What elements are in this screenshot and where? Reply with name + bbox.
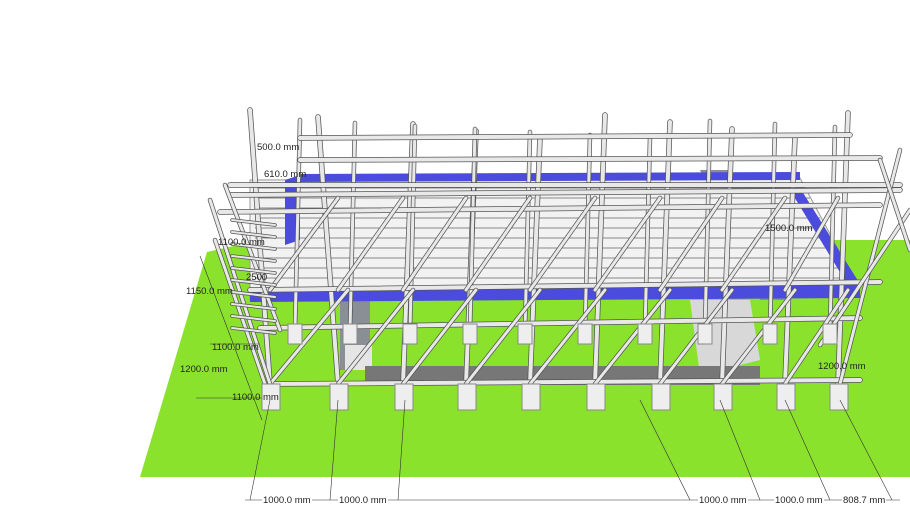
dimension-label: 1150.0 mm: [186, 286, 233, 297]
tube: [401, 196, 468, 292]
tube: [720, 196, 787, 292]
dimension-line: [784, 399, 831, 501]
dimension-label: 610.0 mm: [264, 169, 307, 180]
tube: [528, 288, 607, 386]
tube: [658, 288, 734, 386]
tube: [464, 196, 532, 292]
tube: [293, 118, 302, 332]
tube: [720, 288, 797, 386]
tube: [336, 288, 415, 386]
tube: [523, 130, 532, 332]
tube: [593, 288, 672, 386]
tube: [258, 316, 862, 330]
tube: [231, 231, 276, 238]
base-plate: [457, 383, 477, 411]
dimension-line: [839, 399, 893, 501]
tube: [231, 219, 276, 226]
dimension-line: [249, 399, 271, 501]
tube: [268, 196, 340, 292]
tube: [464, 288, 542, 386]
tube: [231, 303, 276, 310]
tube: [783, 196, 840, 292]
dimension-line: [329, 399, 339, 501]
dimension-label: 2500: [246, 272, 268, 283]
dimension-label-bottom: 1000.0 mm: [338, 495, 388, 506]
tube: [268, 378, 862, 386]
dimension-label: 1500.0 mm: [765, 223, 813, 234]
tube: [703, 119, 712, 332]
base-plate: [329, 383, 349, 411]
base-plate: [394, 383, 414, 411]
tube: [268, 288, 350, 386]
tube: [643, 136, 652, 332]
tube: [231, 255, 276, 262]
tube: [231, 327, 276, 334]
base-plate: [713, 383, 733, 411]
tube: [298, 133, 852, 140]
base-plates: [261, 323, 849, 411]
tube: [783, 134, 797, 386]
tube: [298, 156, 882, 162]
tube: [593, 196, 662, 292]
tube: [658, 120, 672, 386]
dimension-label: 500.0 mm: [257, 142, 300, 153]
dimension-line: [639, 399, 691, 501]
base-plate: [637, 323, 653, 345]
tube: [583, 133, 592, 332]
tube: [720, 127, 734, 386]
dimension-label: 1100.0 mm: [218, 237, 265, 248]
tube: [231, 291, 276, 298]
tube: [231, 279, 276, 286]
tube: [528, 196, 597, 292]
tube: [783, 288, 850, 386]
dimension-line: [199, 255, 263, 421]
deck-edge-back: [300, 172, 800, 182]
base-plate: [829, 383, 849, 411]
tube: [231, 315, 276, 322]
dimension-line: [719, 399, 761, 501]
base-plate: [651, 383, 671, 411]
tube: [878, 158, 910, 252]
base-plate: [261, 383, 281, 411]
tube: [248, 280, 882, 292]
base-plate: [342, 323, 358, 345]
dimension-label-bottom: 808.7 mm: [842, 495, 887, 506]
tube: [336, 196, 405, 292]
tube: [231, 267, 276, 274]
base-plate: [697, 323, 713, 345]
dimension-label: 1200.0 mm: [818, 361, 866, 372]
base-plate: [462, 323, 478, 345]
dimension-line: [397, 399, 406, 501]
base-plate: [822, 323, 838, 345]
dimension-label: 1200.0 mm: [180, 364, 228, 375]
dimension-label-bottom: 1000.0 mm: [698, 495, 748, 506]
tube: [213, 238, 267, 386]
tube: [401, 288, 478, 386]
base-plate: [287, 323, 303, 345]
base-plate: [517, 323, 533, 345]
base-plate: [402, 323, 418, 345]
dimension-label: 1100.0 mm: [232, 392, 279, 403]
dimension-label-bottom: 1000.0 mm: [774, 495, 824, 506]
base-plate: [762, 323, 778, 345]
base-plate: [577, 323, 593, 345]
scaffold-tubes: [207, 107, 910, 387]
base-plate: [776, 383, 796, 411]
dimension-label-bottom: 1000.0 mm: [262, 495, 312, 506]
tube: [231, 243, 276, 250]
tube: [228, 188, 902, 197]
base-plate: [586, 383, 606, 411]
tube: [818, 208, 910, 347]
dimension-label: 1100.0 mm: [212, 342, 259, 353]
tube: [658, 196, 724, 292]
base-plate: [521, 383, 541, 411]
